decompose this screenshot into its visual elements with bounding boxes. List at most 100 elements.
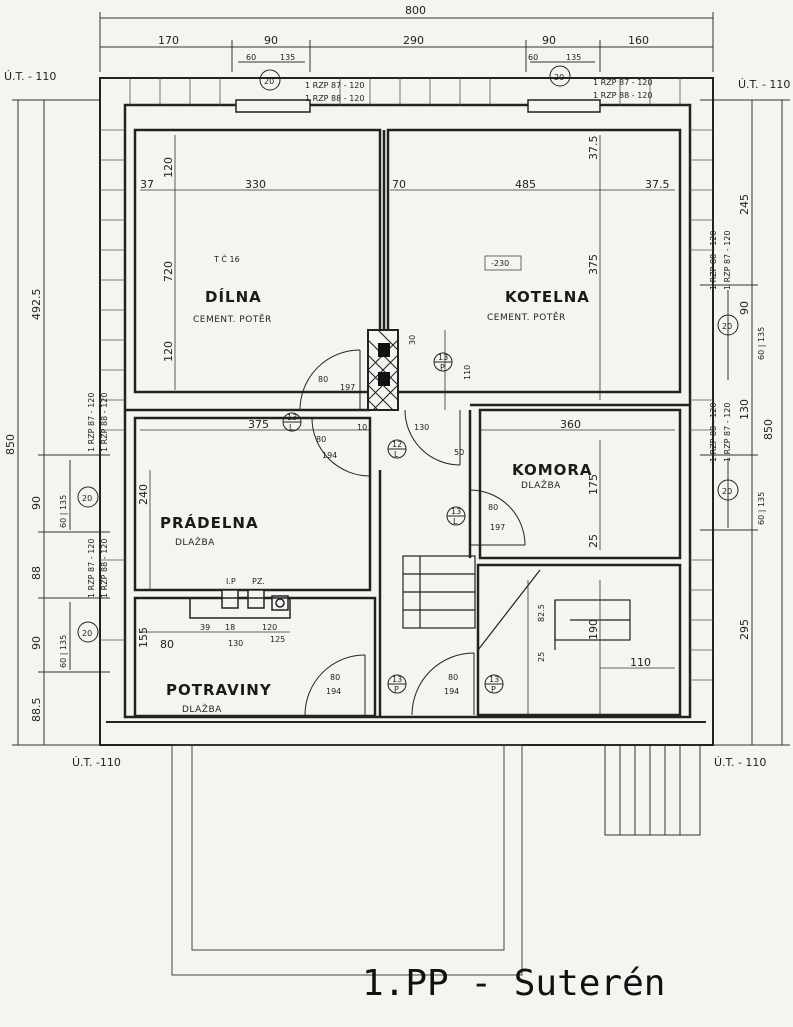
door-tag-potraviny: 13 P xyxy=(387,674,407,694)
window-spec-tl-2: 1 RZP 88 - 120 xyxy=(305,94,364,103)
window-spec-tr-2: 1 RZP 88 - 120 xyxy=(593,91,652,100)
svg-text:13: 13 xyxy=(287,413,297,422)
door-tag-komora: 13 L xyxy=(446,506,466,526)
dim-door-10: 10 xyxy=(357,423,367,432)
window-spec-l-2: 1 RZP 88 - 120 xyxy=(100,393,109,452)
dim-right-60-135b: 60 | 135 xyxy=(757,492,766,525)
svg-text:13: 13 xyxy=(438,353,448,362)
dim-wall-70: 70 xyxy=(392,178,406,191)
svg-text:13: 13 xyxy=(489,675,499,684)
window-spec-tl-1: 1 RZP 87 - 120 xyxy=(305,81,364,90)
dim-dilna-h3: 120 xyxy=(162,341,175,362)
dim-door-130: 130 xyxy=(414,423,429,432)
dim-shelf-120: 120 xyxy=(262,623,277,632)
dim-window-left-60: 60 xyxy=(246,53,256,62)
dim-door-194-pradelna: 194 xyxy=(322,451,337,460)
dim-door-194-stairs: 194 xyxy=(444,687,459,696)
door-tag-corridor: 12 L xyxy=(387,439,407,459)
dim-door-197-dilna: 197 xyxy=(340,383,355,392)
room-pradelna-name: PRÁDELNA xyxy=(160,513,259,532)
pz-label: PZ. xyxy=(252,577,265,586)
dim-shelf-18: 18 xyxy=(225,623,235,632)
dim-top-2: 90 xyxy=(264,34,278,47)
dim-right-upper: 245 xyxy=(738,194,751,215)
dim-right-60-135: 60 | 135 xyxy=(757,327,766,360)
svg-text:P: P xyxy=(440,363,445,372)
window-spec-r-4: 1 RZP 87 - 120 xyxy=(723,403,732,462)
level-230-label: -230 xyxy=(491,259,509,268)
ip-label: I.P xyxy=(226,577,236,586)
window-spec-r-1: 1 RZP 88 - 120 xyxy=(709,231,718,290)
dim-potraviny-80: 80 xyxy=(160,638,174,651)
dim-top-3: 290 xyxy=(403,34,424,47)
chimney xyxy=(367,329,399,411)
dim-komora-175: 175 xyxy=(587,474,600,495)
dim-left-total: 850 xyxy=(4,434,17,455)
dim-door-110: 110 xyxy=(463,365,472,380)
window-spec-l-3: 1 RZP 87 - 120 xyxy=(87,539,96,598)
dim-komora-360: 360 xyxy=(560,418,581,431)
svg-text:13: 13 xyxy=(451,507,461,516)
door-tag-dilna: 13 L xyxy=(282,412,302,432)
dim-door-194-potraviny: 194 xyxy=(326,687,341,696)
dim-potraviny-155: 155 xyxy=(137,627,150,648)
outer-wall xyxy=(99,77,714,746)
dim-shelf-39: 39 xyxy=(200,623,210,632)
dim-right-lower: 295 xyxy=(738,619,751,640)
room-potraviny-name: POTRAVINY xyxy=(166,681,272,699)
dim-right-130: 130 xyxy=(738,399,751,420)
dim-kotelna-37: 37.5 xyxy=(645,178,670,191)
dim-kotelna-width: 485 xyxy=(515,178,536,191)
level-230-box xyxy=(484,255,522,271)
dim-top-1: 170 xyxy=(158,34,179,47)
dim-window-right-60: 60 xyxy=(528,53,538,62)
svg-text:L: L xyxy=(453,517,458,526)
interior-dim-lines xyxy=(140,135,675,715)
dim-stair-190: 190 xyxy=(587,619,600,640)
dim-window-left-135: 135 xyxy=(280,53,295,62)
room-potraviny-floor: DLAŽBA xyxy=(182,703,222,715)
footing xyxy=(100,721,713,746)
window-spec-l-4: 1 RZP 88 - 120 xyxy=(100,539,109,598)
room-dilna-name: DÍLNA xyxy=(205,287,262,306)
window-spec-r-3: 1 RZP 88 - 120 xyxy=(709,403,718,462)
terrace-outline xyxy=(171,744,523,976)
window-spec-l-1: 1 RZP 87 - 120 xyxy=(87,393,96,452)
svg-text:P: P xyxy=(491,685,496,694)
svg-text:20: 20 xyxy=(554,73,564,82)
window-tag-right-2: 20 xyxy=(717,479,739,501)
dim-left-88-5: 88.5 xyxy=(30,698,43,723)
dim-left-height: 492.5 xyxy=(30,289,43,321)
svg-text:20: 20 xyxy=(82,494,92,503)
dim-komora-25: 25 xyxy=(587,534,600,548)
dim-top-4: 90 xyxy=(542,34,556,47)
dim-right-total: 850 xyxy=(762,419,775,440)
level-mark-bottom-left: Ú.T. -110 xyxy=(72,756,121,769)
door-tag-stairs: 13 P xyxy=(484,674,504,694)
dim-kotelna-37v: 37.5 xyxy=(587,136,600,161)
room-kotelna-floor: CEMENT. POTĚR xyxy=(487,311,566,323)
dim-overall-width: 800 xyxy=(405,4,426,17)
room-dilna-floor: CEMENT. POTĚR xyxy=(193,313,272,325)
dim-left-60-135: 60 | 135 xyxy=(59,495,68,528)
svg-text:P: P xyxy=(394,685,399,694)
room-pradelna-floor: DLAŽBA xyxy=(175,536,215,548)
room-komora-name: KOMORA xyxy=(512,461,593,479)
dim-left-88: 88 xyxy=(30,566,43,580)
window-tag-top-left: 20 xyxy=(259,69,281,91)
svg-text:20: 20 xyxy=(264,77,274,86)
svg-text:L: L xyxy=(394,450,399,459)
dim-left-60-135b: 60 | 135 xyxy=(59,635,68,668)
window-tag-right-1: 20 xyxy=(717,314,739,336)
wall-hatch xyxy=(100,78,713,681)
lintel-label: T Č 16 xyxy=(213,253,240,264)
dim-dilna-h2: 720 xyxy=(162,261,175,282)
dim-pradelna-240: 240 xyxy=(137,484,150,505)
room-kotelna-name: KOTELNA xyxy=(505,288,590,306)
dim-door-80-dilna: 80 xyxy=(318,375,328,384)
window-spec-tr-1: 1 RZP 87 - 120 xyxy=(593,78,652,87)
dim-left-90b: 90 xyxy=(30,636,43,650)
drawing-caption: 1.PP - Suterén xyxy=(362,963,665,1004)
svg-text:20: 20 xyxy=(722,487,732,496)
window-spec-r-2: 1 RZP 87 - 120 xyxy=(723,231,732,290)
